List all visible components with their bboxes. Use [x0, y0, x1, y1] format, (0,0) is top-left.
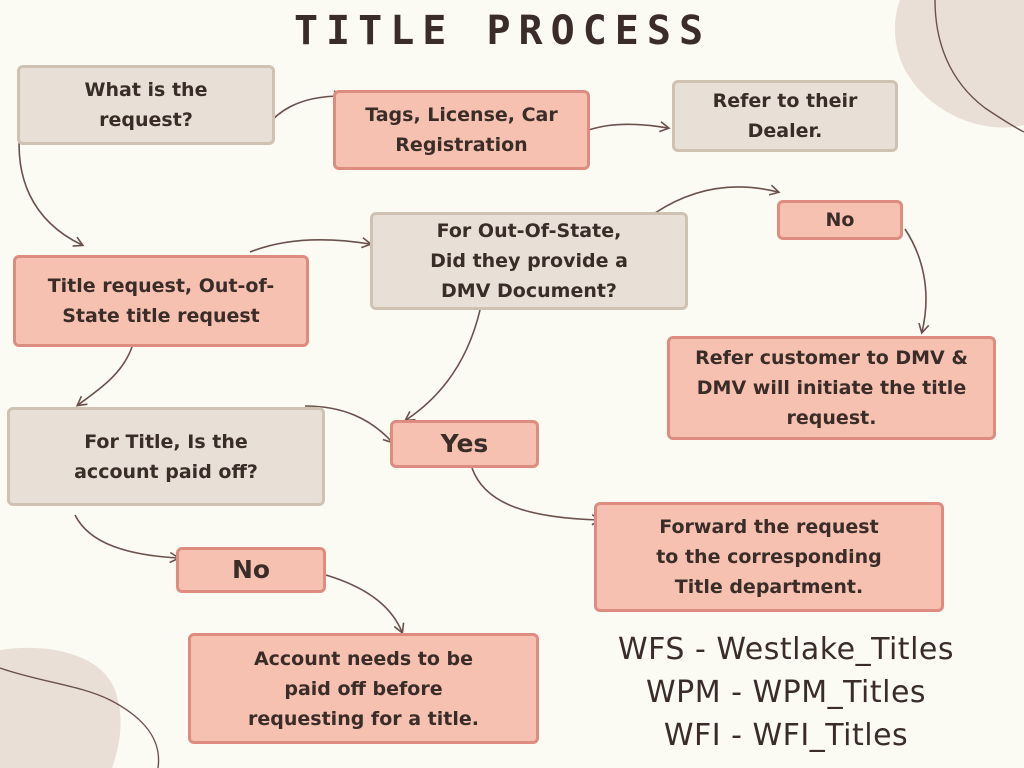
- node-what-is-the-request-label: What is the request?: [84, 79, 208, 131]
- arrow-no-to-account: [325, 574, 405, 635]
- arrow-title-to-paidoff: [75, 346, 133, 407]
- node-tags-license-registration: Tags, License, Car Registration: [333, 90, 590, 170]
- legend-line-wpm: WPM - WPM_Titles: [645, 675, 927, 710]
- corner-line-bottom-left: [0, 667, 160, 768]
- node-refer-to-dealer: Refer to their Dealer.: [672, 80, 898, 152]
- node-no-not-paid-off-label: No: [231, 555, 271, 584]
- arrow-outofstate-to-yes: [403, 309, 481, 422]
- node-out-of-state-dmv-question-label: For Out-Of-State, Did they provide a DMV…: [430, 220, 628, 302]
- node-no-dmv-document: No: [777, 200, 903, 240]
- node-refer-to-dealer-label: Refer to their Dealer.: [712, 90, 858, 142]
- node-title-request-label: Title request, Out-of- State title reque…: [47, 275, 275, 327]
- node-refer-customer-to-dmv: Refer customer to DMV & DMV will initiat…: [667, 336, 996, 440]
- node-account-paid-off-question-label: For Title, Is the account paid off?: [74, 430, 258, 483]
- node-refer-customer-to-dmv-label: Refer customer to DMV & DMV will initiat…: [695, 347, 968, 429]
- title-department-legend: WFS - Westlake_Titles WPM - WPM_Titles W…: [600, 628, 972, 757]
- arrow-request-to-title: [18, 127, 85, 247]
- node-tags-license-registration-label: Tags, License, Car Registration: [365, 104, 558, 156]
- node-account-paid-off-question: For Title, Is the account paid off?: [7, 407, 325, 506]
- legend-line-wfi: WFI - WFI_Titles: [663, 718, 909, 753]
- node-yes: Yes: [390, 420, 539, 468]
- arrow-yes-to-forward: [471, 467, 603, 526]
- node-what-is-the-request: What is the request?: [17, 65, 275, 145]
- arrow-title-to-outofstate: [249, 237, 373, 253]
- node-title-request: Title request, Out-of- State title reque…: [13, 255, 309, 347]
- arrow-outofstate-to-no: [654, 184, 781, 214]
- node-forward-request-label: Forward the request to the corresponding…: [656, 516, 882, 598]
- node-yes-label: Yes: [440, 429, 489, 458]
- arrow-paidoff-to-no: [74, 514, 181, 564]
- node-account-needs-payoff-label: Account needs to be paid off before requ…: [248, 647, 479, 730]
- arrow-no-to-refer-dmv: [904, 228, 930, 335]
- node-no-dmv-document-label: No: [825, 209, 855, 231]
- node-account-needs-payoff: Account needs to be paid off before requ…: [188, 633, 539, 744]
- corner-blob-bottom-left: [0, 647, 121, 768]
- node-no-not-paid-off: No: [176, 547, 326, 593]
- page-title: TITLE PROCESS: [293, 8, 712, 54]
- node-forward-request: Forward the request to the corresponding…: [594, 502, 944, 612]
- legend-line-wfs: WFS - Westlake_Titles: [618, 632, 954, 667]
- node-out-of-state-dmv-question: For Out-Of-State, Did they provide a DMV…: [370, 212, 688, 310]
